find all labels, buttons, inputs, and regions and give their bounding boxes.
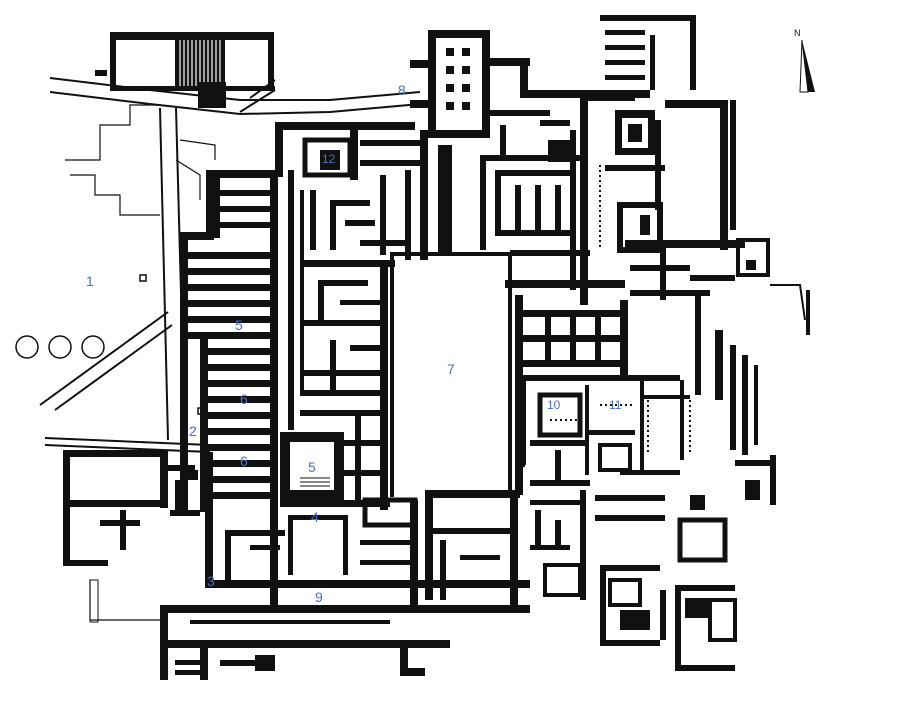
colonnades	[523, 165, 691, 501]
area-label-3: 3	[207, 573, 215, 589]
theatral-area	[95, 32, 275, 108]
area-label-5b: 5	[308, 459, 316, 475]
west-wing	[180, 170, 304, 610]
area-label-2: 2	[189, 423, 197, 439]
southwest-rooms	[63, 450, 200, 623]
central-court	[390, 252, 520, 610]
kouloures	[15, 335, 105, 359]
east-wing	[480, 120, 690, 600]
area-label-11: 11	[609, 398, 622, 412]
area-label-10: 10	[547, 398, 561, 412]
north-label: N	[794, 28, 801, 38]
southeast-rooms	[600, 455, 776, 671]
area-label-6b: 6	[240, 453, 248, 469]
area-label-5a: 5	[235, 317, 243, 333]
area-label-8: 8	[398, 82, 406, 98]
west-inner-rooms	[225, 122, 428, 610]
area-label-9: 9	[315, 589, 323, 605]
area-label-6a: 6	[240, 391, 248, 407]
northeast-rooms	[580, 15, 810, 455]
area-label-12: 12	[322, 152, 336, 166]
outline-houses	[65, 104, 216, 415]
area-labels: 1 2 3 4 5 5 6 6 7 8 9 10 11 12	[86, 82, 622, 605]
area-label-7: 7	[447, 361, 455, 377]
north-arrow: N	[794, 28, 815, 93]
south-corridor	[160, 452, 530, 680]
area-label-4: 4	[311, 509, 319, 525]
north-entrance	[410, 30, 650, 255]
roads	[39, 77, 421, 453]
area-label-1: 1	[86, 273, 94, 289]
